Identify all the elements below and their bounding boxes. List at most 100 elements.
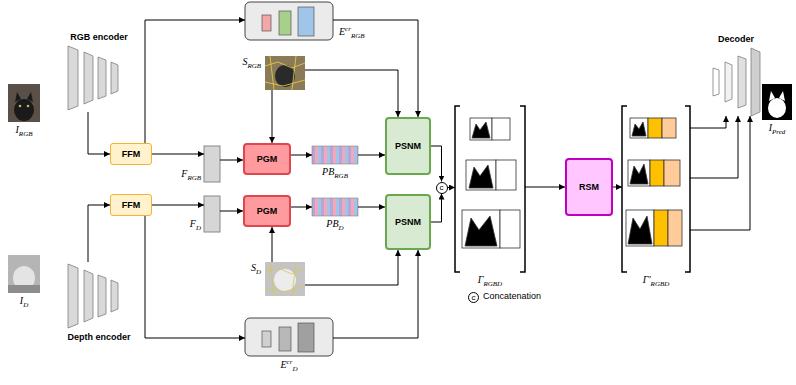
node-caption: EcrRGB [339,25,365,40]
map-tile [626,210,654,246]
cat-ear [769,91,775,101]
node-caption: PBD [326,218,343,232]
concat-circle: c [436,182,448,194]
superpixel-image [265,56,305,90]
feature-block [298,7,314,36]
node-caption: IRGB [16,124,33,138]
superpixel-boundary [265,262,305,296]
superscript: cr [287,358,293,366]
cat-ear [15,92,21,102]
refined-block [648,118,662,138]
feature-box [245,318,333,356]
refined-block [662,118,676,138]
input-image: IRGB [8,84,40,122]
decoder-layer [738,56,746,108]
arrow-connector [431,194,442,223]
cat-eye [27,105,30,108]
arrow-connector [690,116,726,128]
map-tile [628,160,650,186]
superscript: cr [345,25,351,33]
encoder-layer [84,270,93,322]
legend-entry: Concatenation [483,292,541,302]
node-caption: FRGB [181,168,201,182]
feature-slab [204,146,220,182]
process-box: PSNM [385,194,431,250]
box-label: PSNM [395,217,421,227]
arrow-connector [220,211,243,212]
cat-eye [19,105,22,108]
symbol-base: F [181,168,187,179]
encoder-stack: RGB encoder [66,44,132,112]
fusion-module: FFM [110,194,152,216]
node-caption: FD [190,218,201,232]
box-label: FFM [122,149,141,159]
process-box: PSNM [385,117,431,175]
map-tile [500,210,520,248]
arrow-connector [88,205,110,262]
arrow-connector [291,155,312,156]
symbol-base: I [16,124,19,135]
map-tile [466,160,496,190]
saliency-blob [628,216,652,244]
node-caption: EcrD [280,358,297,373]
refined-block [668,210,682,246]
symbol-base: I [20,295,23,306]
cat-ear [779,91,785,101]
arrow-connector [333,250,418,338]
node-caption: PBRGB [322,166,348,180]
symbol-base: PB [326,218,338,229]
feature-block [279,11,291,35]
subscript: D [23,301,28,309]
subscript: D [196,224,201,232]
box-label: PSNM [395,141,421,151]
rgb-photo [8,84,40,122]
decoder-layer [725,62,732,102]
node-caption: Γ′RGBD [643,274,670,288]
map-tile [492,118,510,140]
arrow-connector [152,205,204,206]
map-tile [630,118,648,138]
symbol-base: E [280,359,286,370]
arrow-connector [88,112,110,154]
subscript: D [292,365,297,373]
arrow-connector [145,20,245,143]
symbol-base: I [769,122,772,133]
map-tile [470,118,492,140]
decoder-layer [713,68,719,96]
depth-photo [8,255,40,293]
arrow-connector [448,187,456,188]
symbol-base: S [251,262,256,273]
encoder-stack: Depth encoder [66,262,132,330]
input-image: ID [8,255,40,293]
symbol-base: F [190,218,196,229]
arrow-connector [305,70,398,117]
arrow-connector [690,116,738,178]
arrow-connector [305,250,398,285]
subscript: RGB [19,130,33,138]
subscript: RGB [334,172,348,180]
connector-group [88,20,750,338]
cat-ear [27,92,33,102]
saliency-blob [465,216,497,246]
symbol-base: PB [322,166,334,177]
process-box: PGM [243,195,291,227]
box-label: PGM [257,154,278,164]
input-image: SRGB [265,56,305,90]
prototype-bars [312,198,358,216]
box-label: PGM [257,206,278,216]
saliency-blob [630,164,648,184]
arrow-connector [431,146,442,182]
encoder-layer [111,280,118,312]
arrow-connector [291,207,312,208]
superpixel-image [265,262,305,296]
saliency-blob [472,122,490,138]
arrow-connector [145,216,245,338]
node-caption: ID [20,295,28,309]
arrow-connector [613,187,622,188]
saliency-blob [632,122,646,136]
feature-map: FRGB [204,146,220,182]
box-label: FFM [122,200,141,210]
feature-block [262,331,271,347]
symbol-base: E [339,26,345,37]
